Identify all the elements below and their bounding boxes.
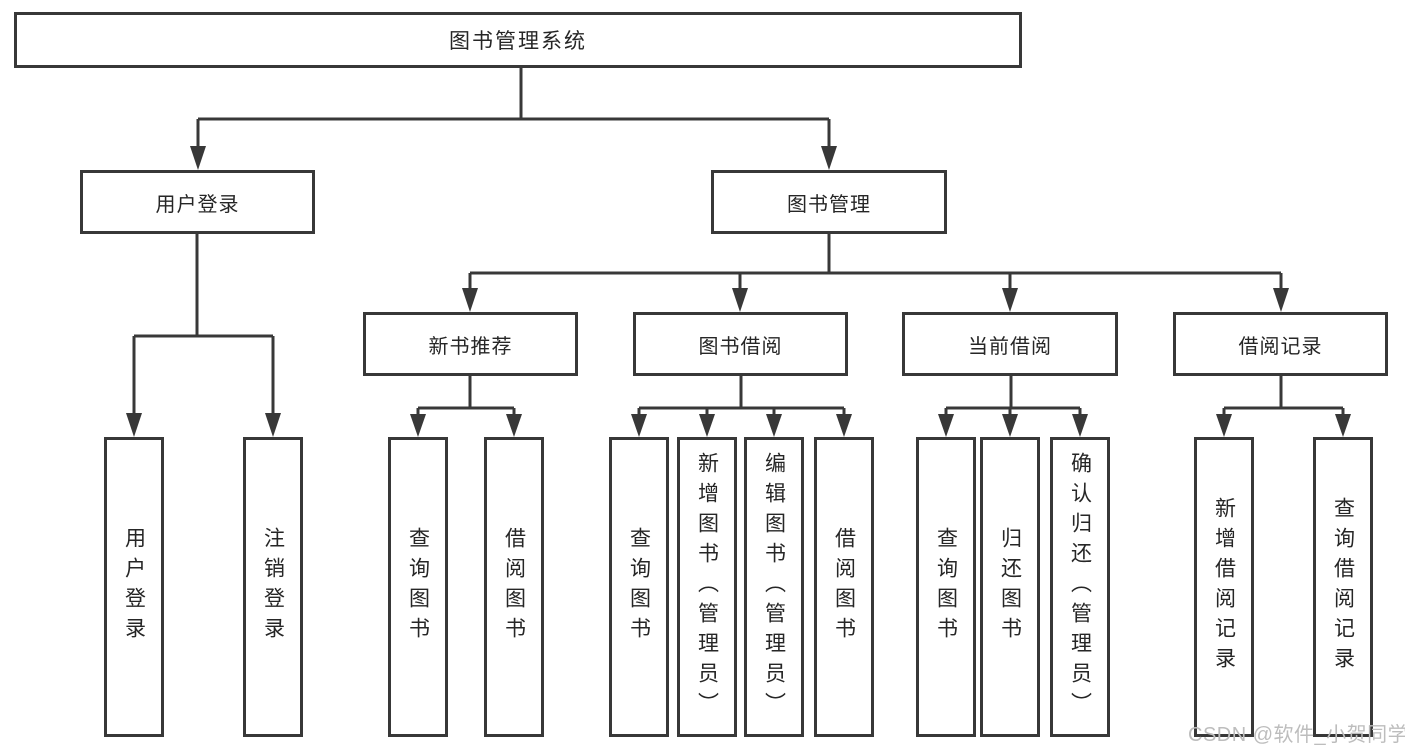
- leaf-current-query-books: 查询图书: [916, 437, 976, 737]
- leaf-borrow-borrow-books: 借阅图书: [814, 437, 874, 737]
- node-borrow-records-label: 借阅记录: [1238, 335, 1323, 358]
- leaf-borrow-query-books-label: 查询图书: [627, 527, 651, 647]
- leaf-user-login-label: 用户登录: [122, 527, 146, 647]
- leaf-borrow-borrow-books-label: 借阅图书: [832, 527, 856, 647]
- leaf-borrow-edit-books-admin: 编辑图书（管理员）: [744, 437, 804, 737]
- leaf-current-confirm-return-admin-label: 确认归还（管理员）: [1068, 452, 1092, 722]
- leaf-recommend-query-books-label: 查询图书: [406, 527, 430, 647]
- node-user-login-label: 用户登录: [155, 193, 240, 216]
- node-book-management-label: 图书管理: [787, 193, 871, 216]
- leaf-current-query-books-label: 查询图书: [934, 527, 958, 647]
- leaf-records-add-record-label: 新增借阅记录: [1212, 497, 1236, 677]
- leaf-current-confirm-return-admin: 确认归还（管理员）: [1050, 437, 1110, 737]
- leaf-records-add-record: 新增借阅记录: [1194, 437, 1254, 737]
- node-book-borrow-label: 图书借阅: [698, 335, 783, 358]
- node-book-borrow: 图书借阅: [633, 312, 848, 376]
- node-user-login: 用户登录: [80, 170, 315, 234]
- leaf-recommend-query-books: 查询图书: [388, 437, 448, 737]
- leaf-logout: 注销登录: [243, 437, 303, 737]
- node-root-label: 图书管理系统: [449, 30, 587, 53]
- leaf-borrow-edit-books-admin-label: 编辑图书（管理员）: [762, 452, 786, 722]
- node-new-book-recommend: 新书推荐: [363, 312, 578, 376]
- leaf-current-return-books-label: 归还图书: [998, 527, 1022, 647]
- node-current-borrow-label: 当前借阅: [968, 335, 1052, 358]
- leaf-recommend-borrow-books: 借阅图书: [484, 437, 544, 737]
- node-root-system: 图书管理系统: [14, 12, 1022, 68]
- node-borrow-records: 借阅记录: [1173, 312, 1388, 376]
- node-new-book-recommend-label: 新书推荐: [428, 335, 513, 358]
- node-book-management: 图书管理: [711, 170, 947, 234]
- leaf-logout-label: 注销登录: [261, 527, 285, 647]
- leaf-current-return-books: 归还图书: [980, 437, 1040, 737]
- leaf-user-login: 用户登录: [104, 437, 164, 737]
- leaf-records-query-record-label: 查询借阅记录: [1331, 497, 1355, 677]
- csdn-watermark: CSDN @软件_小贺同学: [1188, 724, 1405, 746]
- leaf-borrow-query-books: 查询图书: [609, 437, 669, 737]
- leaf-borrow-add-books-admin: 新增图书（管理员）: [677, 437, 737, 737]
- leaf-records-query-record: 查询借阅记录: [1313, 437, 1373, 737]
- node-current-borrow: 当前借阅: [902, 312, 1118, 376]
- leaf-borrow-add-books-admin-label: 新增图书（管理员）: [695, 452, 719, 722]
- leaf-recommend-borrow-books-label: 借阅图书: [502, 527, 526, 647]
